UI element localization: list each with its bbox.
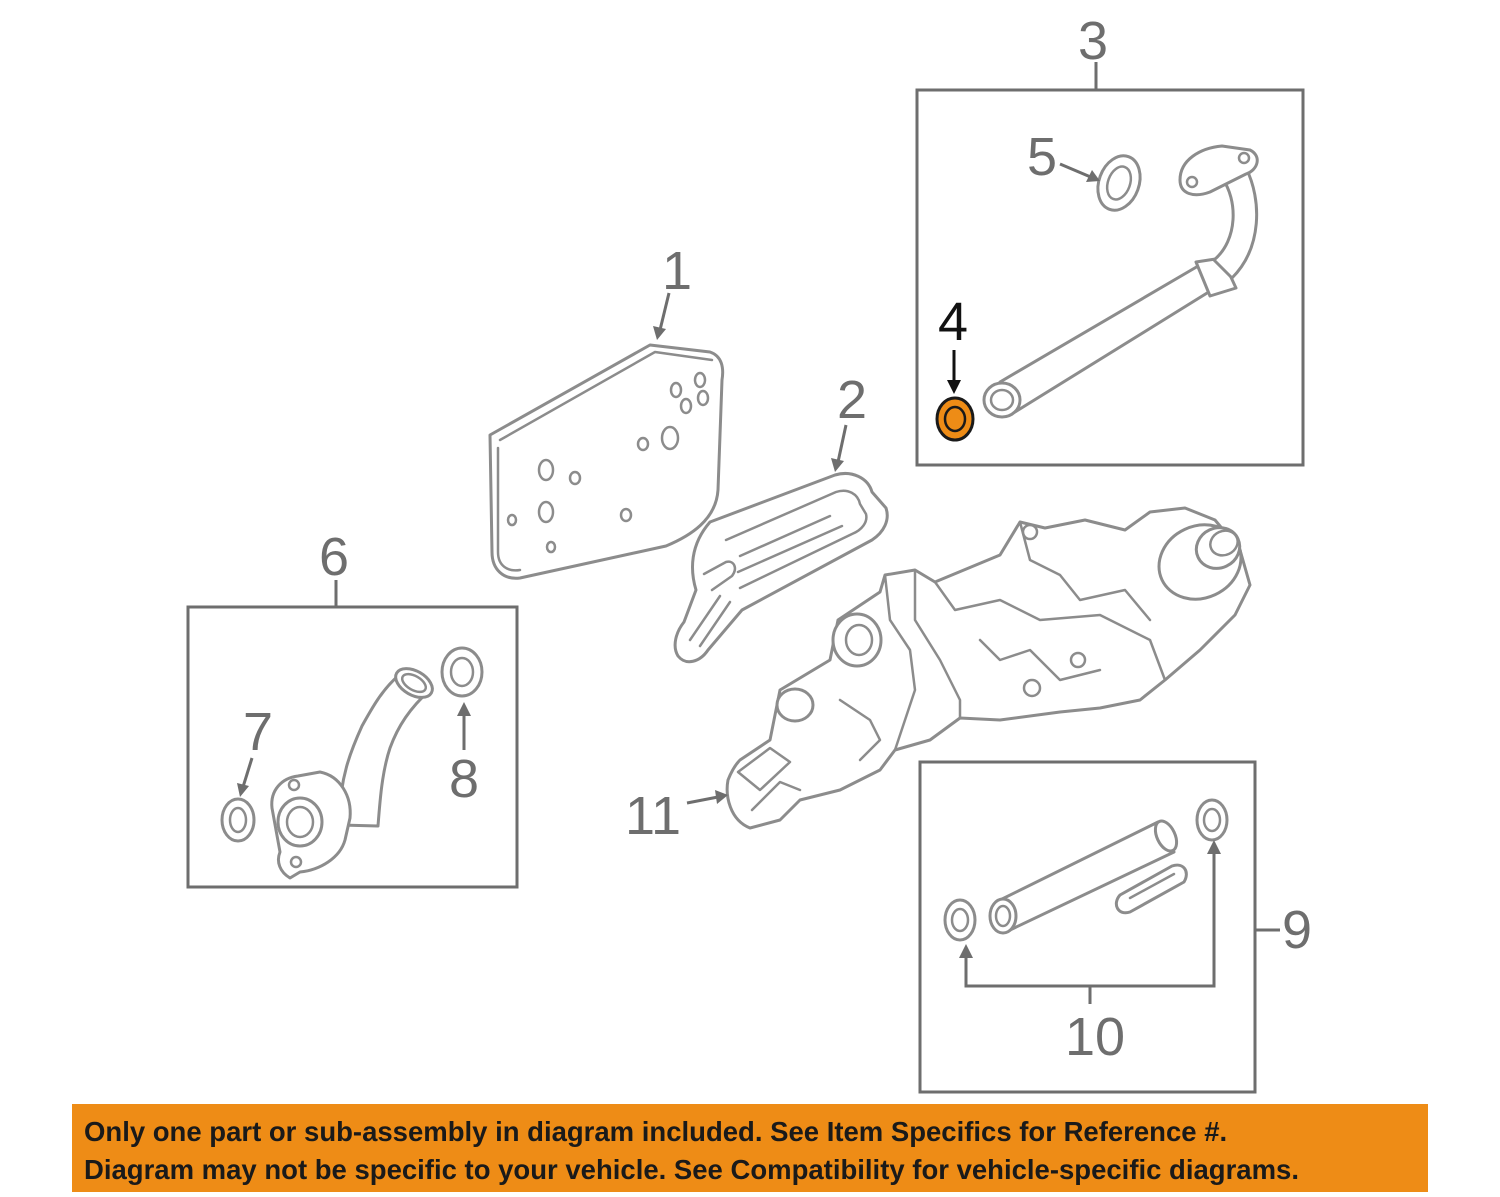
part-8-seal[interactable]	[440, 646, 484, 698]
part-10-seals[interactable]	[943, 798, 1229, 942]
part-4-seal-highlighted[interactable]	[935, 396, 975, 442]
leader-10	[959, 840, 1221, 1004]
part-3-pipe[interactable]	[982, 144, 1259, 419]
callout-8: 8	[449, 749, 479, 809]
callout-5: 5	[1027, 127, 1057, 187]
callout-11: 11	[625, 786, 681, 846]
part-7-seal[interactable]	[220, 797, 256, 843]
callout-6: 6	[319, 527, 349, 587]
part-11-housing[interactable]	[725, 506, 1253, 830]
callout-10: 10	[1065, 1007, 1125, 1067]
part-1-oil-cooler[interactable]	[488, 343, 725, 580]
part-6-pipe[interactable]	[270, 663, 438, 880]
leader-4	[947, 350, 961, 394]
callout-7: 7	[243, 702, 273, 762]
group-box-3	[915, 62, 1305, 467]
leader-1	[653, 292, 671, 340]
callout-1: 1	[662, 241, 692, 301]
leader-2	[831, 424, 848, 472]
group-box-9	[918, 760, 1280, 1094]
part-9-tube[interactable]	[988, 818, 1188, 935]
callout-2: 2	[837, 370, 867, 430]
group-box-6	[186, 580, 519, 889]
disclaimer-line-1: Only one part or sub-assembly in diagram…	[84, 1116, 1228, 1147]
callout-3: 3	[1078, 11, 1108, 71]
leader-8	[457, 702, 471, 750]
disclaimer-line-2: Diagram may not be specific to your vehi…	[84, 1154, 1299, 1185]
callout-4: 4	[938, 292, 968, 352]
callout-9: 9	[1282, 900, 1312, 960]
disclaimer-banner: Only one part or sub-assembly in diagram…	[72, 1104, 1428, 1192]
part-5-seal[interactable]	[1091, 150, 1148, 216]
leader-5	[1059, 162, 1100, 182]
leader-7	[237, 757, 254, 797]
leader-11	[686, 790, 728, 805]
part-2-gasket[interactable]	[673, 472, 889, 664]
